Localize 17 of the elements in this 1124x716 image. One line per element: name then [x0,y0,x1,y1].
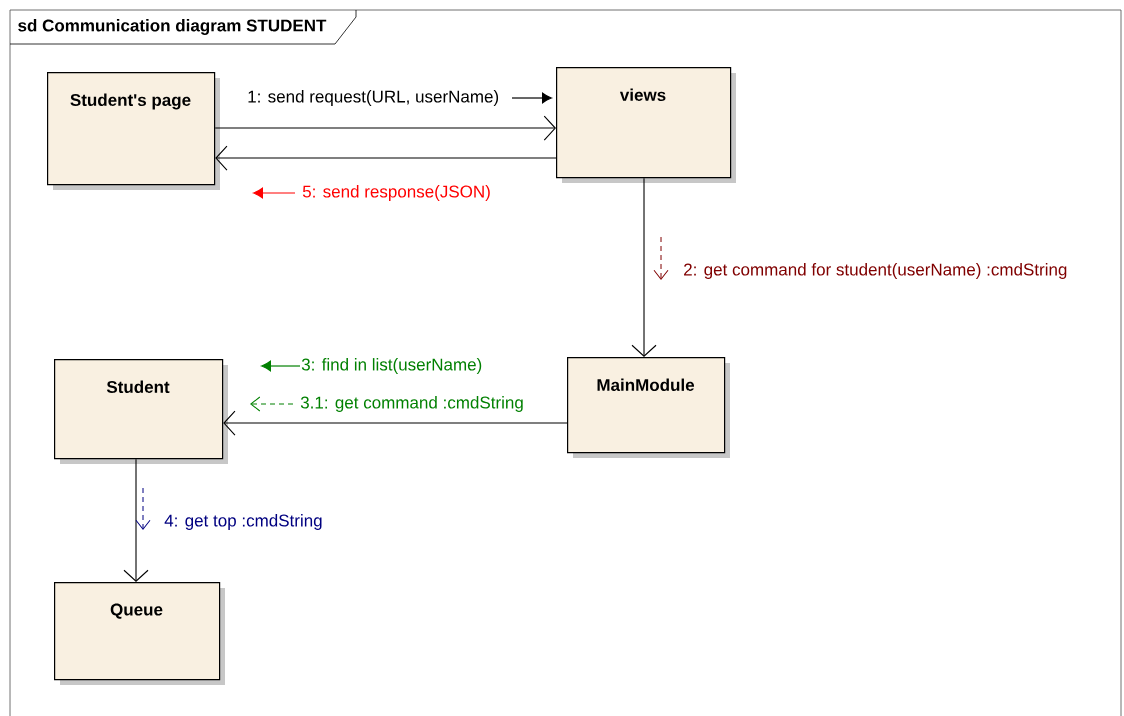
object-box: MainModule [567,357,730,458]
message-label: 3: find in list(userName) [301,358,482,374]
connector [223,410,568,436]
object-box: Student [54,359,228,464]
message-label: 1: send request(URL, userName) [248,90,499,106]
message-label: 2: get command for student(userName) :cmdString [684,263,1067,279]
frame-title: sd Communication diagram STUDENT [9,9,357,45]
connector [123,458,149,582]
object-box: Student's page [47,72,220,190]
object-box: Queue [54,582,225,685]
connector [214,115,556,141]
connector [631,177,657,357]
connector [215,145,557,171]
message-label: 4: get top :cmdString [164,514,322,530]
object-box: views [556,67,736,183]
message-label: 5: send response(JSON) [302,185,490,201]
message-label: 3.1: get command :cmdString [300,396,523,412]
